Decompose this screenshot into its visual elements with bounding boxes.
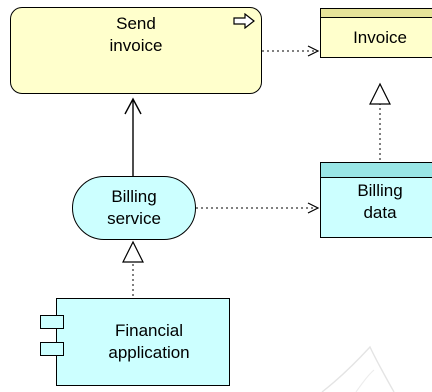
billing-service[interactable]: Billing service (72, 176, 196, 240)
financial-application-component[interactable]: Financial application (40, 298, 230, 386)
financial-application-label-line-2: application (108, 343, 190, 362)
billing-data-header-bar (321, 163, 432, 178)
component-realizes-service-arrowhead (122, 240, 144, 263)
component-tab-bottom (40, 342, 64, 356)
billing-service-label-line-1: Billing (111, 187, 157, 206)
billing-data-label: Billing data (321, 180, 432, 224)
process-arrow-icon (233, 13, 255, 29)
invoice-business-object[interactable]: Invoice (320, 8, 432, 58)
service-to-process-arrowhead (124, 97, 142, 115)
financial-application-label-line-1: Financial (114, 321, 184, 340)
send-invoice-label-line-2: invoice (109, 36, 163, 55)
watermark-curve-small (355, 369, 375, 392)
billing-service-label-line-2: service (107, 209, 161, 228)
invoice-label: Invoice (353, 28, 407, 47)
billing-data-label-line-2: data (363, 203, 397, 222)
billing-data-realizes-invoice-arrowhead (369, 82, 391, 105)
send-invoice-label-line-1: Send (116, 14, 156, 33)
component-tab-top (40, 315, 64, 329)
send-invoice-label: Send invoice (11, 13, 261, 57)
send-invoice-process[interactable]: Send invoice (10, 7, 262, 94)
watermark-curve (321, 345, 395, 392)
billing-data-label-line-1: Billing (357, 181, 403, 200)
process-to-invoice-arrowhead (307, 45, 320, 57)
service-to-billing-data-arrowhead (307, 202, 320, 214)
billing-data-object[interactable]: Billing data (320, 162, 432, 238)
invoice-object-header-bar (321, 9, 432, 18)
